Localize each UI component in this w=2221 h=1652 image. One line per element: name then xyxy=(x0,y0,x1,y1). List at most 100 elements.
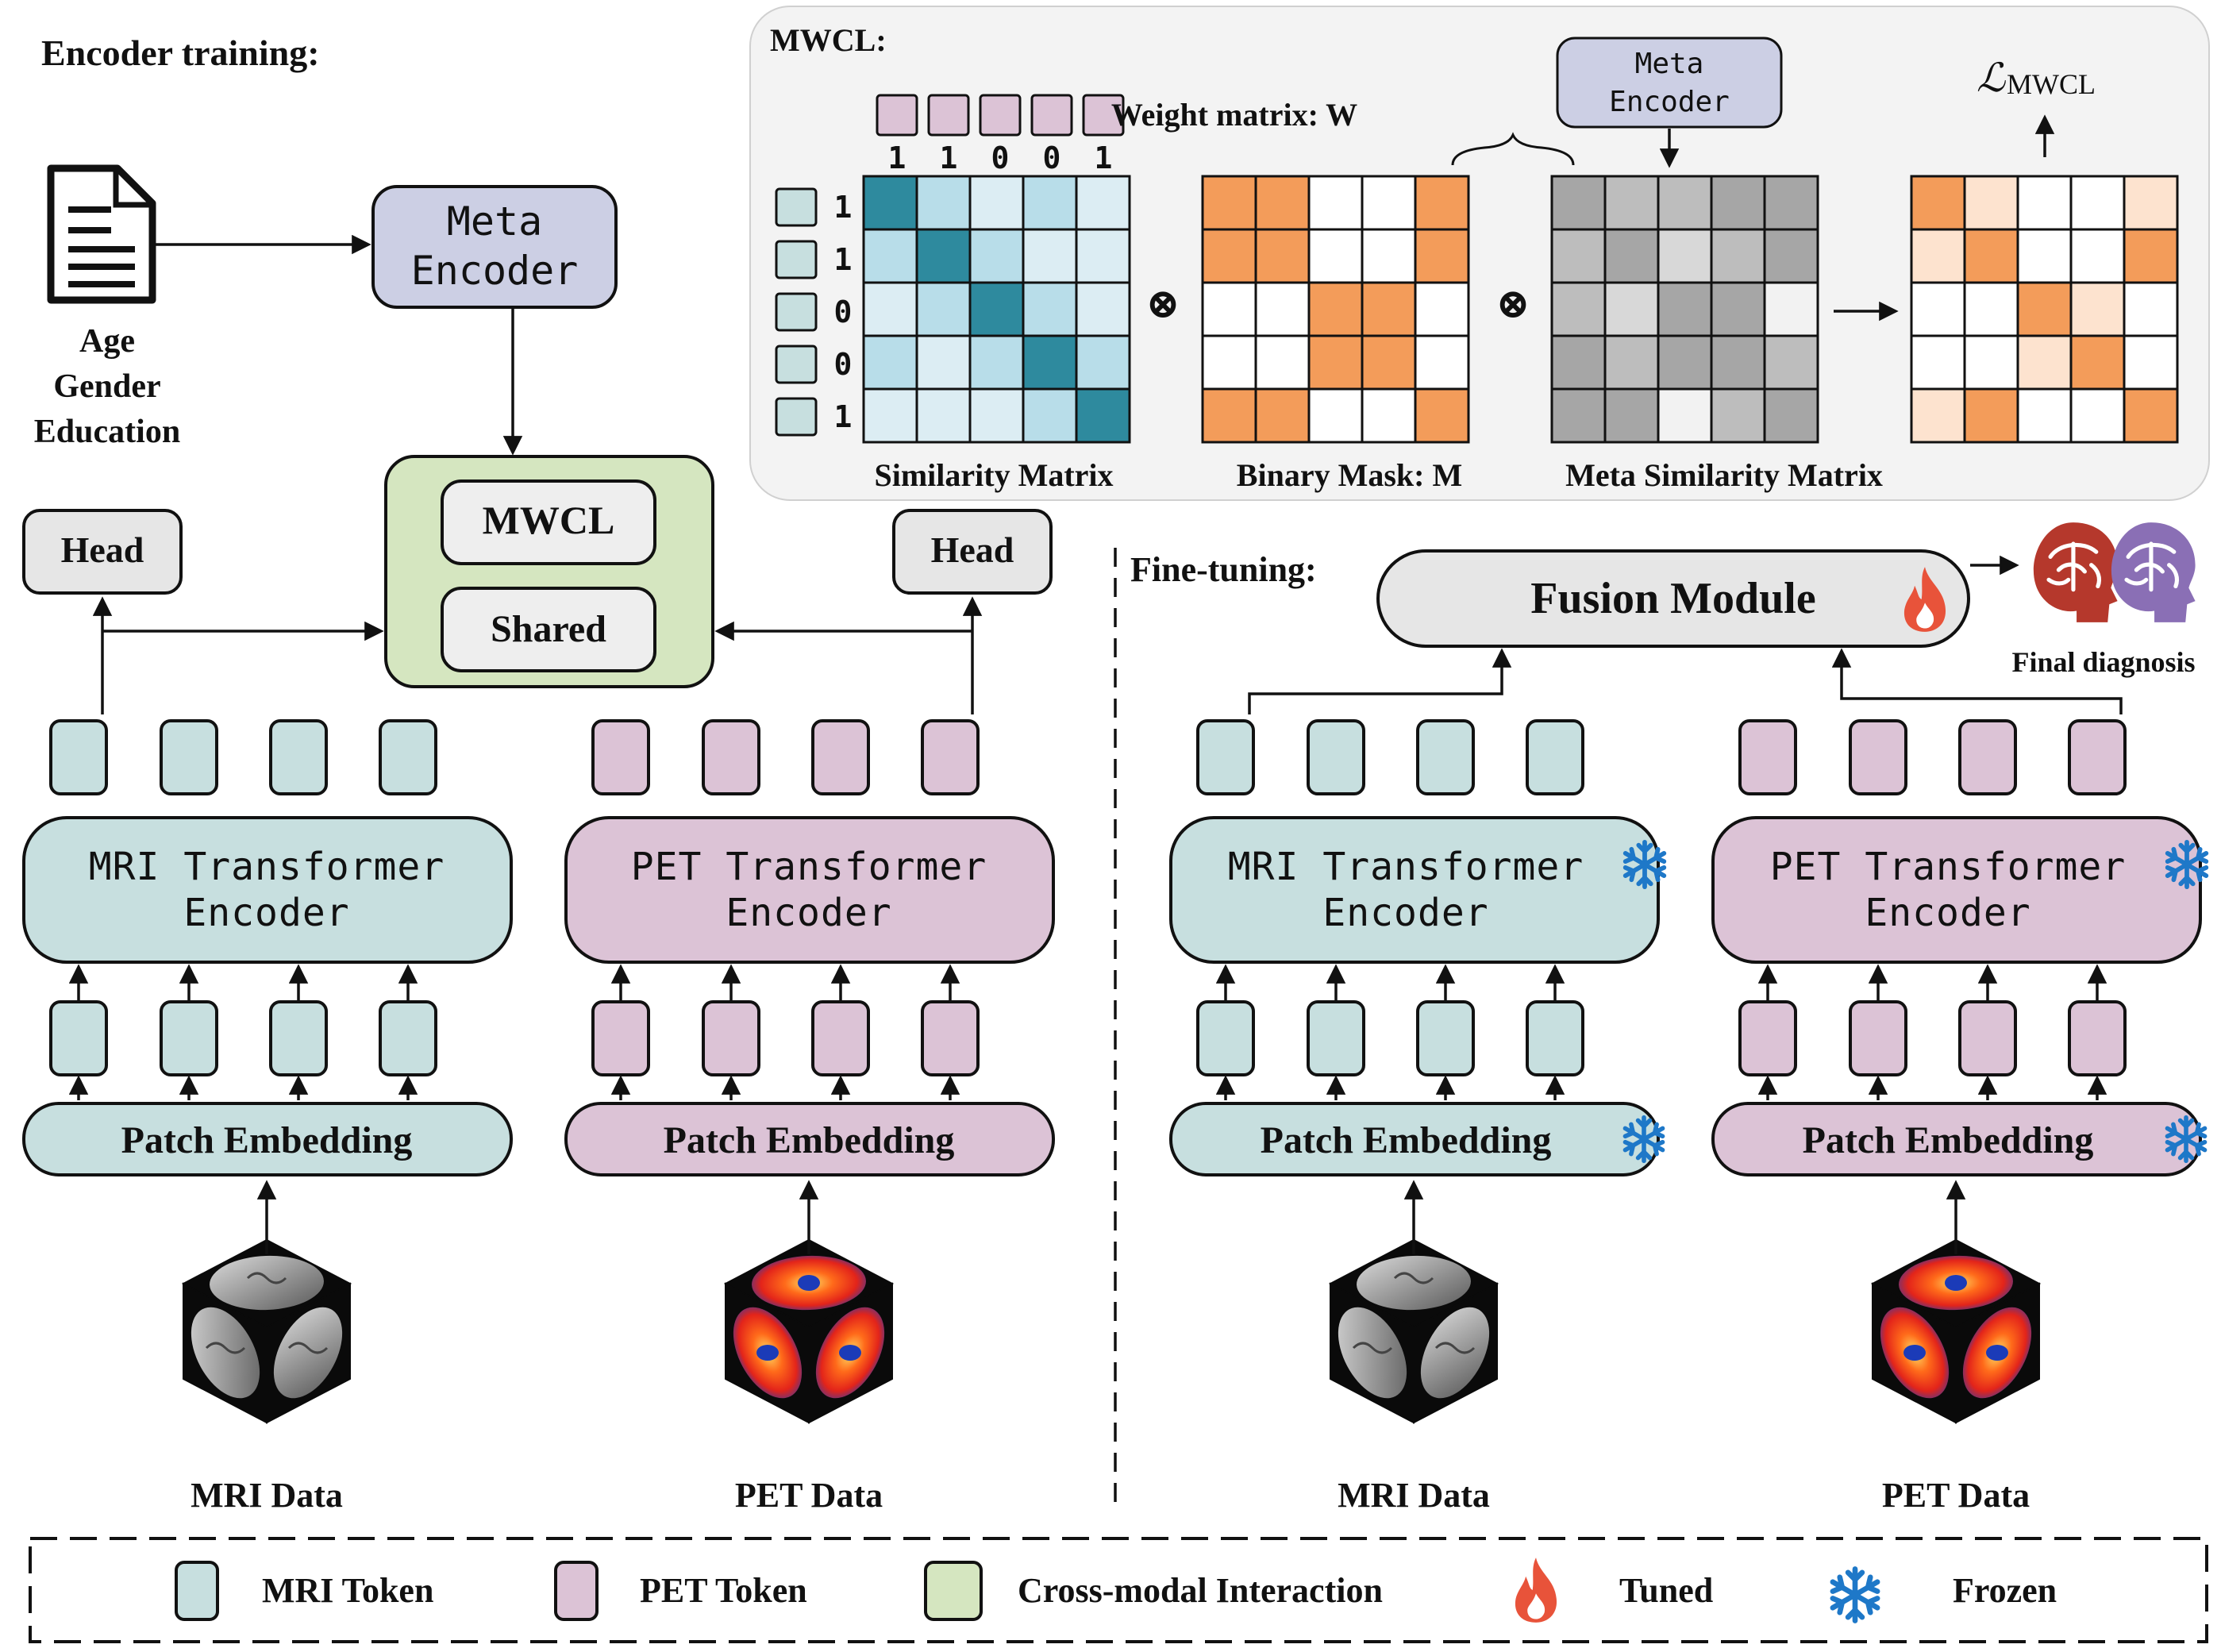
weight-brace xyxy=(1451,132,1575,166)
train-mri-patch-embedding xyxy=(22,1102,513,1176)
loss-subscript: MWCL xyxy=(2007,68,2096,100)
mri-label-square xyxy=(775,187,818,227)
meta-similarity-matrix-cell xyxy=(1763,281,1819,337)
train-pet-input-token xyxy=(702,1000,760,1076)
meta-similarity-matrix-cell xyxy=(1603,334,1660,391)
train-mri-patch-embedding-label: Patch Embedding xyxy=(121,1119,413,1161)
ft-pet-output-token xyxy=(2068,719,2127,795)
legend-tuned: Tuned xyxy=(1619,1571,1713,1610)
mri-label-square xyxy=(775,397,818,437)
brain-slice-sagittal xyxy=(1420,1307,1490,1399)
binary-mask-cell xyxy=(1361,387,1417,444)
ft-pet-encoder-line2: Encoder xyxy=(1865,891,2030,935)
metadata-age: Age xyxy=(79,323,135,360)
legend-flame-icon xyxy=(1515,1558,1557,1623)
ft-mri-output-token xyxy=(1196,719,1255,795)
train-pet-data-cube xyxy=(723,1238,895,1424)
train-pet-encoder-line1: PET Transformer xyxy=(631,845,987,889)
row-label: 0 xyxy=(834,347,853,382)
weighted-result-matrix-cell xyxy=(1910,228,1966,284)
train-pet-input-token xyxy=(921,1000,980,1076)
train-pet-output-token xyxy=(921,719,980,795)
binary-mask-cell xyxy=(1307,387,1364,444)
binary-mask-cell xyxy=(1201,228,1257,284)
brain-fold xyxy=(1393,1272,1434,1284)
weighted-result-matrix-cell xyxy=(2123,228,2179,284)
mri-head-box xyxy=(22,509,183,595)
similarity-matrix-cell xyxy=(968,387,1025,444)
ft-mri-output-token xyxy=(1416,719,1475,795)
brain-fold xyxy=(1434,1342,1476,1354)
pet-head-box xyxy=(892,509,1053,595)
legend-pet-swatch xyxy=(554,1561,599,1621)
binary-mask-cell xyxy=(1361,281,1417,337)
similarity-matrix-cell xyxy=(1075,175,1131,231)
train-pet-data-label: PET Data xyxy=(735,1476,883,1515)
weighted-result-matrix-cell xyxy=(2016,281,2073,337)
weighted-result-matrix-cell xyxy=(1910,175,1966,231)
meta-similarity-matrix-cell xyxy=(1710,387,1766,444)
column-label: 1 xyxy=(1095,141,1113,175)
ft-mri-transformer-encoder xyxy=(1169,816,1660,964)
meta-similarity-matrix-cell xyxy=(1763,228,1819,284)
similarity-matrix xyxy=(862,175,1131,444)
meta-encoder-box xyxy=(371,185,618,309)
binary-mask xyxy=(1201,175,1470,444)
weighted-result-matrix-cell xyxy=(1963,387,2019,444)
meta-similarity-matrix-cell xyxy=(1603,281,1660,337)
otimes-operator-2: ⊗ xyxy=(1495,282,1530,327)
meta-similarity-matrix-label: Meta Similarity Matrix xyxy=(1565,457,1883,493)
pet-head-label: Head xyxy=(931,529,1014,570)
meta-similarity-matrix-cell xyxy=(1603,175,1660,231)
similarity-matrix-cell xyxy=(915,228,972,284)
column-label: 0 xyxy=(1043,141,1061,175)
weighted-result-matrix-cell xyxy=(1963,334,2019,391)
pet-hotspot xyxy=(839,1345,861,1361)
weighted-result-matrix-cell xyxy=(2016,334,2073,391)
ft-pet-input-token xyxy=(2068,1000,2127,1076)
fusion-module-box xyxy=(1376,549,1970,648)
meta-similarity-matrix-cell xyxy=(1710,281,1766,337)
meta-similarity-matrix-cell xyxy=(1657,281,1713,337)
similarity-matrix-cell xyxy=(862,228,918,284)
mwcl-meta-encoder-line2: Encoder xyxy=(1609,86,1730,118)
similarity-matrix-cell xyxy=(862,387,918,444)
meta-similarity-matrix xyxy=(1550,175,1819,444)
binary-mask-cell xyxy=(1201,387,1257,444)
train-mri-output-token xyxy=(160,719,218,795)
binary-mask-label: Binary Mask: M xyxy=(1237,457,1462,493)
binary-mask-cell xyxy=(1414,175,1470,231)
legend-snowflake-icon xyxy=(1833,1569,1877,1620)
similarity-matrix-cell xyxy=(1075,387,1131,444)
similarity-matrix-cell xyxy=(1022,334,1078,391)
metadata-gender: Gender xyxy=(53,368,160,405)
binary-mask-cell xyxy=(1201,175,1257,231)
loss-label: ℒ xyxy=(1977,56,2006,100)
meta-encoder-line2: Encoder xyxy=(411,248,579,294)
binary-mask-cell xyxy=(1254,281,1311,337)
ft-mri-encoder-line2: Encoder xyxy=(1322,891,1488,935)
weighted-result-matrix-cell xyxy=(2069,387,2126,444)
ft-pet-patch-embedding-label: Patch Embedding xyxy=(1803,1119,2094,1161)
ft-pet-encoder-line1: PET Transformer xyxy=(1770,845,2126,889)
ft-pet-input-token xyxy=(1849,1000,1907,1076)
weighted-result-matrix xyxy=(1910,175,2179,444)
weighted-result-matrix-cell xyxy=(2123,387,2179,444)
similarity-matrix-cell xyxy=(968,175,1025,231)
brain-fold xyxy=(1352,1342,1393,1354)
document-fold xyxy=(113,170,151,208)
binary-mask-cell xyxy=(1307,281,1364,337)
fine-tuning-title: Fine-tuning: xyxy=(1130,550,1317,589)
mwcl-meta-encoder-box xyxy=(1556,37,1783,129)
ft-pet-input-token xyxy=(1738,1000,1797,1076)
train-mri-encoder-line2: Encoder xyxy=(183,891,349,935)
ft-mri-input-token xyxy=(1526,1000,1584,1076)
weighted-result-matrix-cell xyxy=(2069,175,2126,231)
binary-mask-cell xyxy=(1201,334,1257,391)
ft-pet-data-label: PET Data xyxy=(1882,1476,2030,1515)
binary-mask-cell xyxy=(1254,228,1311,284)
pet-hotspot xyxy=(798,1275,820,1291)
weight-matrix-label: Weight matrix: W xyxy=(1111,97,1357,133)
arrow-pet-to-fusion xyxy=(1831,648,2123,714)
